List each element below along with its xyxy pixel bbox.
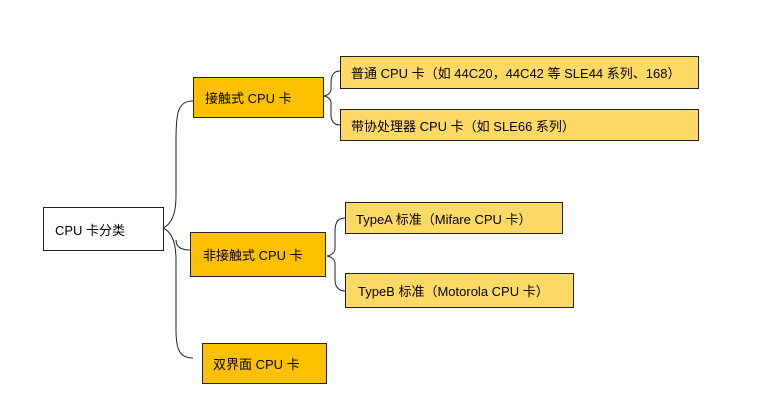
leaf-coprocessor-cpu-card: 带协处理器 CPU 卡（如 SLE66 系列） xyxy=(340,109,699,141)
category-contact-card: 接触式 CPU 卡 xyxy=(193,77,324,118)
root-node: CPU 卡分类 xyxy=(43,207,164,251)
root-brace-mid-connector xyxy=(175,239,191,251)
category-label: 非接触式 CPU 卡 xyxy=(203,248,303,263)
leaf-label: 带协处理器 CPU 卡（如 SLE66 系列） xyxy=(351,118,575,134)
category-contactless-card: 非接触式 CPU 卡 xyxy=(190,232,326,277)
root-brace xyxy=(161,100,194,359)
category-label: 双界面 CPU 卡 xyxy=(213,357,300,372)
category-dual-interface-card: 双界面 CPU 卡 xyxy=(202,343,327,384)
leaf-label: 普通 CPU 卡（如 44C20，44C42 等 SLE44 系列、168） xyxy=(351,66,681,81)
contactless-brace xyxy=(326,217,346,292)
contact-brace xyxy=(323,70,341,126)
leaf-label: TypeB 标准（Motorola CPU 卡） xyxy=(358,284,549,299)
root-label: CPU 卡分类 xyxy=(55,222,126,238)
leaf-typeb-standard: TypeB 标准（Motorola CPU 卡） xyxy=(345,273,574,308)
leaf-typea-standard: TypeA 标准（Mifare CPU 卡） xyxy=(345,202,563,234)
category-label: 接触式 CPU 卡 xyxy=(205,91,292,106)
leaf-label: TypeA 标准（Mifare CPU 卡） xyxy=(356,211,532,227)
leaf-normal-cpu-card: 普通 CPU 卡（如 44C20，44C42 等 SLE44 系列、168） xyxy=(340,56,699,89)
